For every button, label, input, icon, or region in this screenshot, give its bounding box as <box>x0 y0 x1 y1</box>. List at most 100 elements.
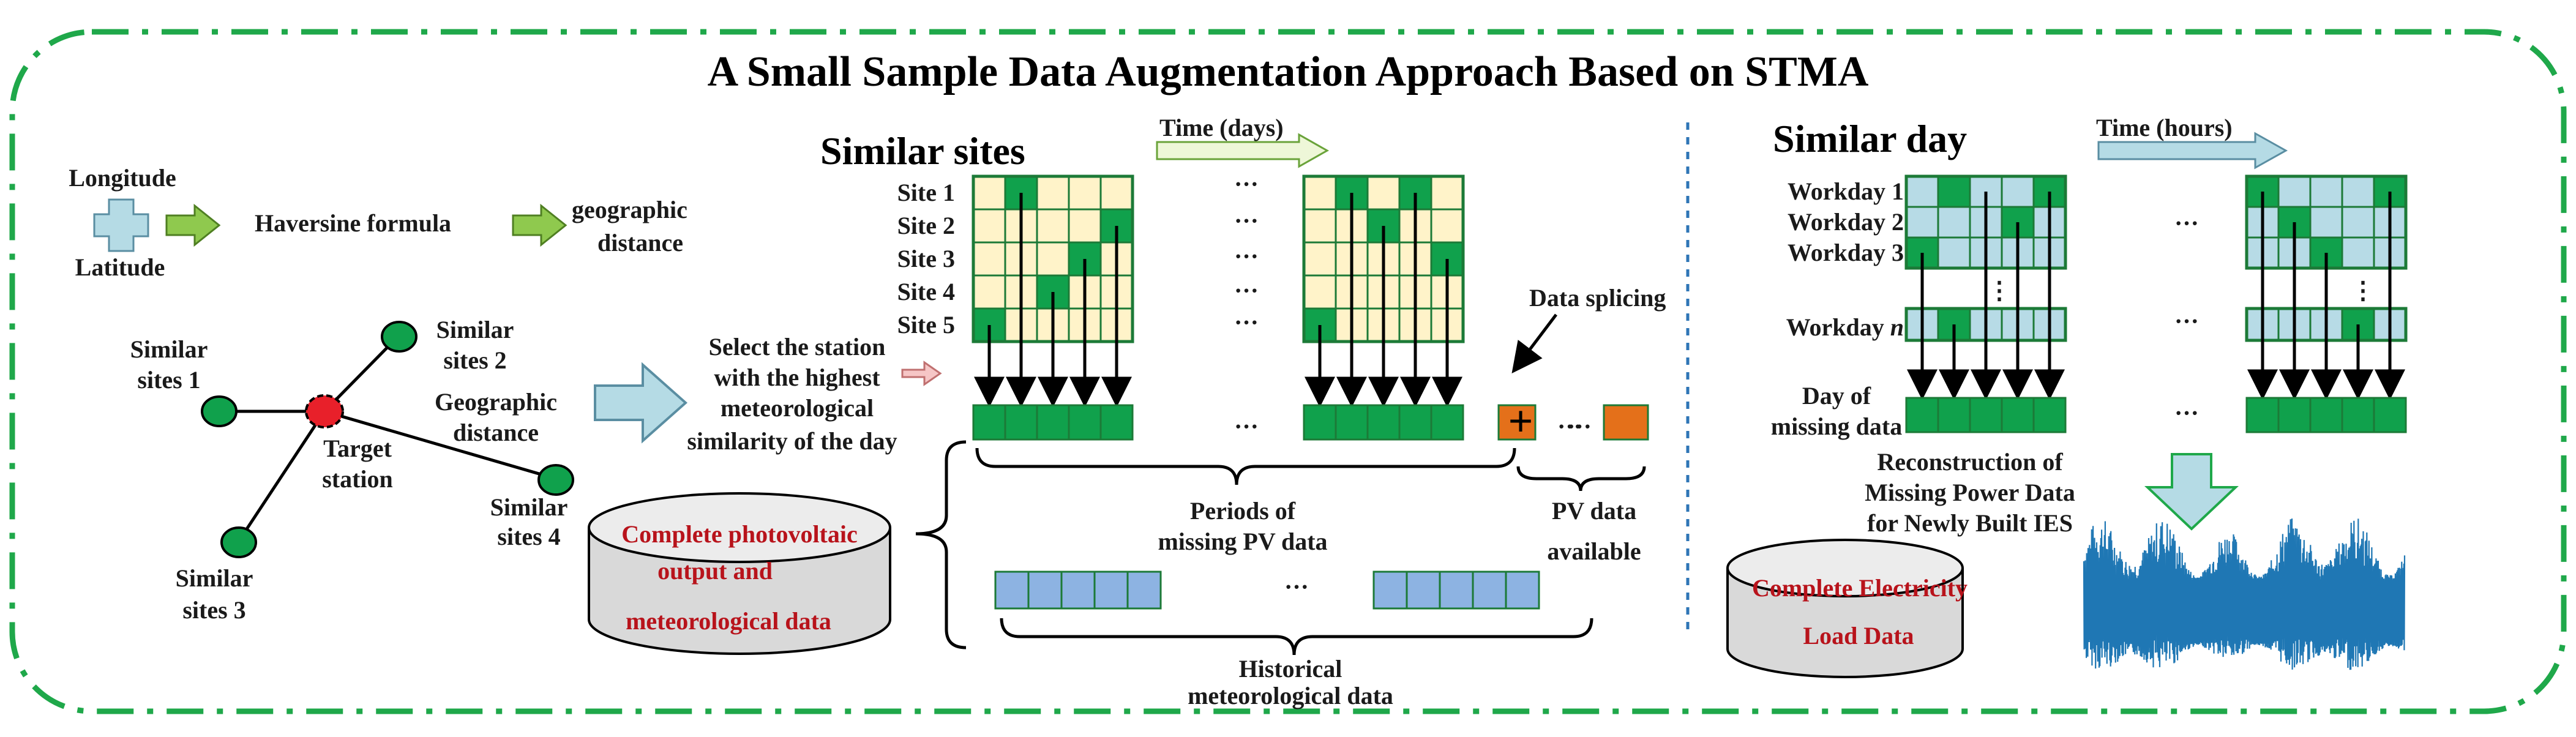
meteo-cell <box>1406 571 1441 610</box>
spliced-cell <box>1366 404 1401 441</box>
green-arrow-1 <box>165 203 221 247</box>
plus-sign: + <box>1508 397 1533 446</box>
missing-day-cell <box>2373 397 2407 433</box>
workday-cell <box>1937 175 1971 208</box>
waveform-line <box>2083 518 2406 670</box>
site-grid-cell <box>1430 208 1464 244</box>
select-station-label-4: similarity of the day <box>687 427 897 455</box>
select-station-label-2: with the highest <box>714 364 880 391</box>
row-ellipsis: ··· <box>1234 413 1259 440</box>
pv-available-label-2: available <box>1547 537 1641 565</box>
workday-ellipsis: ··· <box>2174 307 2199 335</box>
workday-cell <box>1937 236 1971 269</box>
reconstruction-label-1: Reconstruction of <box>1877 448 2063 476</box>
data-splicing-arrow <box>1511 313 1557 373</box>
site-label: Site 1 <box>897 179 955 206</box>
workday-cell <box>2341 206 2375 239</box>
load-db-label-1: Complete Electricity <box>1752 574 1968 602</box>
data-splicing-label: Data splicing <box>1529 284 1666 312</box>
reconstruction-label-2: Missing Power Data <box>1865 479 2075 506</box>
day-of-missing-label-1: Day of <box>1802 382 1871 410</box>
workday-cell <box>1937 206 1971 239</box>
meteo-cell <box>994 571 1030 610</box>
missing-day-cell <box>2341 397 2375 433</box>
workday-n-prefix: Workday <box>1786 313 1890 341</box>
pv-db-label-3: meteorological data <box>626 607 831 635</box>
workday-cell <box>2341 175 2375 208</box>
similar-sites-4-label-b: sites 4 <box>497 523 560 550</box>
left-section: Longitude Latitude Haversine formula geo… <box>69 164 891 655</box>
missing-day-cell <box>2309 397 2343 433</box>
target-station-label-b: station <box>322 465 393 493</box>
historical-label-2: meteorological data <box>1188 682 1393 709</box>
longitude-label: Longitude <box>69 164 176 192</box>
workday-label: Workday 3 <box>1788 239 1904 266</box>
right-section: Similar day Time (hours) Workday 1 Workd… <box>1726 114 2408 678</box>
spliced-cell <box>1036 404 1070 441</box>
time-days-arrow <box>1156 133 1330 168</box>
spliced-cell <box>1398 404 1432 441</box>
workday-cell <box>2341 236 2375 269</box>
load-db-label-2: Load Data <box>1803 622 1914 649</box>
grid-ellipsis: ··· <box>1234 277 1259 304</box>
site-grid-cell <box>1430 175 1464 211</box>
big-blue-arrow <box>594 362 688 444</box>
missing-day-cell <box>1937 397 1971 433</box>
meteo-cell <box>1472 571 1507 610</box>
missing-day-cell <box>2245 397 2280 433</box>
workday-vdots: ⋮ <box>1987 277 2012 304</box>
select-station-label-3: meteorological <box>721 394 874 422</box>
target-station-label-a: Target <box>323 435 392 462</box>
meteo-cell <box>1093 571 1129 610</box>
middle-section: Similar sites Time (days) Site 1 Site 2 … <box>687 114 1666 709</box>
reconstruction-label-3: for Newly Built IES <box>1867 509 2073 537</box>
site-label: Site 2 <box>897 212 955 239</box>
grid-ellipsis: ··· <box>1234 309 1259 336</box>
site-grid-cell <box>1366 175 1401 211</box>
brace-periods <box>975 447 1516 485</box>
node-similar-site-4 <box>537 464 574 496</box>
site-grid-cell <box>1099 175 1134 211</box>
geographic-label: Geographic <box>435 388 557 416</box>
outer-frame <box>9 29 2567 714</box>
site-grid-cell <box>1068 175 1102 211</box>
spliced-cell <box>1430 404 1464 441</box>
green-arrow-2 <box>512 203 567 247</box>
node-similar-site-1 <box>201 395 238 427</box>
missing-day-cell <box>2032 397 2067 433</box>
row-ellipsis: ··· <box>1567 413 1592 440</box>
spliced-cell <box>1099 404 1134 441</box>
workday-vdots: ⋮ <box>2351 277 2375 304</box>
workday-label: Workday 2 <box>1788 208 1904 236</box>
similar-sites-4-label-a: Similar <box>490 493 568 521</box>
spliced-cell <box>1068 404 1102 441</box>
brace-left <box>915 440 967 649</box>
missing-day-cell <box>1969 397 2003 433</box>
meteo-cell <box>1439 571 1474 610</box>
missing-day-cell <box>2001 397 2035 433</box>
site-label: Site 3 <box>897 245 955 272</box>
latitude-label: Latitude <box>75 253 165 281</box>
workday-cell <box>2309 175 2343 208</box>
missing-day-cell <box>2277 397 2312 433</box>
site-grid-cell <box>1036 241 1070 277</box>
meteo-ellipsis: ··· <box>1284 573 1309 600</box>
node-similar-site-3 <box>220 526 257 558</box>
diagram-title: A Small Sample Data Augmentation Approac… <box>708 48 1869 95</box>
site-label: Site 5 <box>897 311 955 339</box>
site-grid-cell <box>972 274 1006 310</box>
site-grid-cell <box>1036 175 1070 211</box>
spliced-cell <box>1335 404 1369 441</box>
meteo-cell <box>1505 571 1540 610</box>
link-4 <box>237 410 326 542</box>
site-grid-cell <box>1303 274 1337 310</box>
brace-historical <box>1000 618 1593 656</box>
geographic-distance-label-2: distance <box>597 229 683 256</box>
similar-sites-1-label-a: Similar <box>130 335 208 363</box>
workday-cell <box>1905 175 1939 208</box>
pv-available-cell <box>1497 404 1537 441</box>
pv-available-label-1: PV data <box>1552 497 1636 525</box>
haversine-label: Haversine formula <box>255 209 451 237</box>
site-label: Site 4 <box>897 278 955 305</box>
workday-cell <box>1905 206 1939 239</box>
